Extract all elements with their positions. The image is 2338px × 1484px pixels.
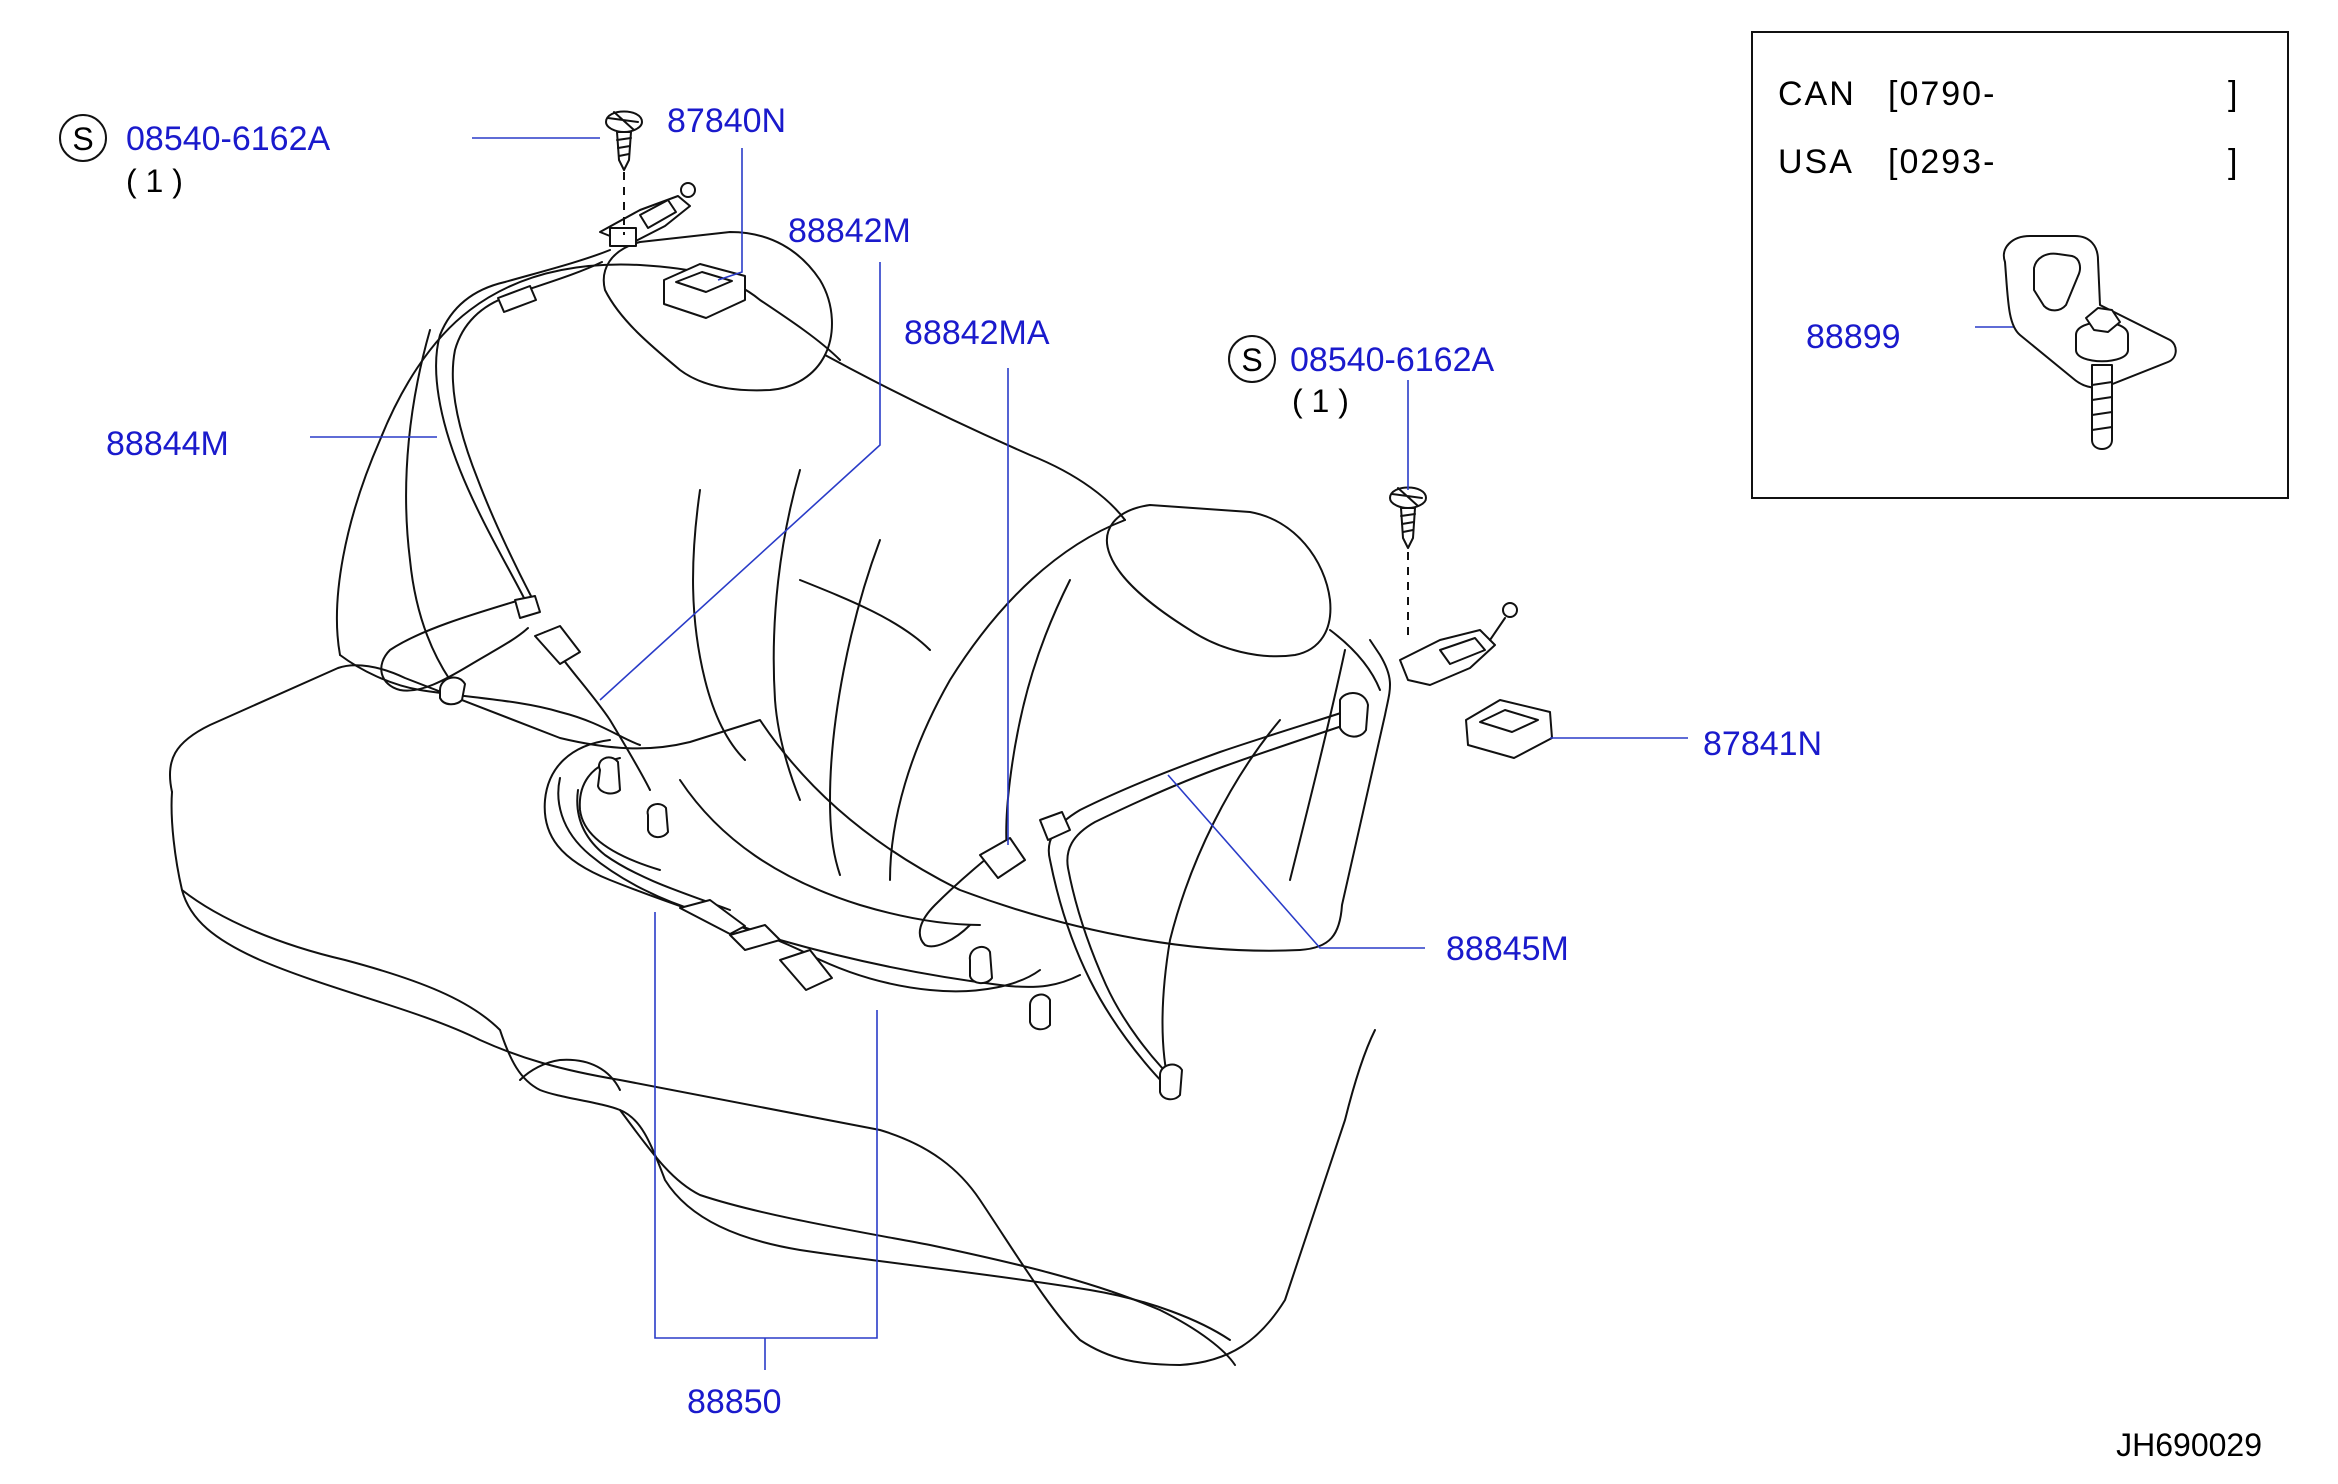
part-number-label[interactable]: 87840N	[667, 102, 786, 140]
bolt-icon-left	[605, 110, 643, 235]
lap-belt-center-edge	[576, 789, 731, 911]
center-anchor-1	[597, 756, 621, 795]
seat-back-right-contour-3	[1289, 649, 1346, 881]
part-number-label[interactable]: 88842M	[788, 212, 911, 250]
leader-88842M	[599, 262, 881, 701]
part-number-label[interactable]: 88845M	[1446, 930, 1569, 968]
center-buckle-left	[534, 625, 581, 665]
right-retractor-body	[1439, 637, 1486, 665]
seat-back-top-ridge	[824, 354, 1126, 521]
left-lap-belt	[380, 599, 529, 692]
seat-back-left-side	[339, 654, 641, 746]
seat-cushion-base-notch	[519, 1058, 621, 1091]
leader-cover-left	[717, 148, 743, 281]
inset-range-end: ]	[2228, 75, 2239, 113]
inset-box: CAN [0790- ] USA [0293- ] 88899	[1751, 31, 2289, 499]
left-shoulder-belt-edge	[451, 261, 603, 599]
standard-part-prefix: S	[1241, 342, 1262, 378]
seat-cushion-front	[170, 791, 1376, 1366]
seat-cushion-base-edge	[181, 889, 1231, 1341]
part-qty-label: ( 1 )	[126, 163, 183, 199]
leader-lines	[310, 137, 1688, 1370]
right-shoulder-belt	[1047, 709, 1351, 1091]
inset-range-end: ]	[2228, 143, 2239, 181]
buckle-3	[779, 949, 833, 991]
inset-range-start: [0790-	[1888, 75, 1996, 113]
center-right-buckle	[979, 837, 1026, 879]
part-number-label[interactable]: 87841N	[1703, 725, 1822, 763]
seat-back-center-contour-3	[799, 579, 931, 651]
right-shoulder-belt-edge	[1066, 724, 1346, 1087]
seat-back-right-shoulder	[1329, 629, 1381, 691]
left-retractor-body	[639, 199, 677, 229]
inset-market: CAN	[1778, 75, 1856, 113]
standard-part-icon	[1228, 335, 1276, 383]
right-retractor-stem	[1489, 617, 1506, 641]
center-anchor-2	[646, 803, 669, 838]
callout-bolt-right[interactable]: S 08540-6162A ( 1 )	[1228, 335, 1495, 419]
seat-well-inner	[578, 757, 661, 871]
right-belt-guide	[1339, 692, 1369, 738]
anchor-bracket-icon	[2002, 235, 2177, 450]
inset-range-start: [0293-	[1888, 143, 1996, 181]
rear-seat-illustration	[168, 231, 1391, 1366]
left-tongue	[514, 595, 541, 619]
seat-cushion-outline	[168, 639, 1391, 952]
part-number-label[interactable]: 88842MA	[904, 314, 1050, 352]
leader-88845M	[1167, 774, 1425, 949]
buckle-1	[679, 899, 746, 935]
seat-back-left-panel	[405, 329, 451, 681]
left-floor-anchor	[439, 676, 466, 706]
center-right-anchor	[968, 945, 993, 984]
right-retractor-pin	[1502, 602, 1518, 618]
seat-back-right-contour-2	[1161, 719, 1281, 1091]
part-number-label[interactable]: 08540-6162A	[126, 120, 331, 158]
buckle-2	[729, 924, 781, 951]
left-belt-guide	[497, 285, 537, 313]
diagram-id: JH690029	[2116, 1427, 2262, 1463]
bolt-icon-right	[1389, 486, 1427, 640]
part-number-label[interactable]: 08540-6162A	[1290, 341, 1495, 379]
seat-belt-hardware	[380, 182, 1518, 1101]
callout-bolt-left[interactable]: S 08540-6162A ( 1 )	[59, 114, 331, 199]
left-shoulder-belt	[435, 249, 611, 601]
seat-back-center-contour-2	[772, 469, 801, 801]
part-qty-label: ( 1 )	[1292, 383, 1349, 419]
seat-well-back-edge	[679, 779, 981, 926]
seat-back-right-outline	[889, 519, 1126, 881]
part-number-label[interactable]: 88850	[687, 1383, 782, 1421]
center-right-strap	[918, 839, 1011, 948]
part-number-label[interactable]: 88844M	[106, 425, 229, 463]
left-retractor-clip	[609, 227, 637, 247]
headrest-right	[1105, 504, 1332, 658]
seat-back-left-outline	[335, 263, 841, 656]
standard-part-icon	[59, 114, 107, 162]
right-tongue	[1039, 811, 1071, 841]
right-floor-anchor-1	[1029, 993, 1051, 1031]
seat-cushion-lower	[619, 1109, 1236, 1366]
inset-market: USA	[1778, 143, 1854, 181]
standard-part-prefix: S	[72, 121, 93, 157]
seat-back-center-contour	[692, 489, 746, 761]
leader-88850-bracket	[654, 912, 878, 1339]
right-floor-anchor-2	[1159, 1063, 1183, 1101]
left-retractor-pin	[680, 182, 696, 198]
part-number-label[interactable]: 88899	[1806, 318, 1901, 356]
seat-back-center-contour-4	[829, 539, 881, 876]
anchor-cover-icon-left	[663, 263, 746, 319]
anchor-cover-icon-right	[1465, 699, 1553, 759]
